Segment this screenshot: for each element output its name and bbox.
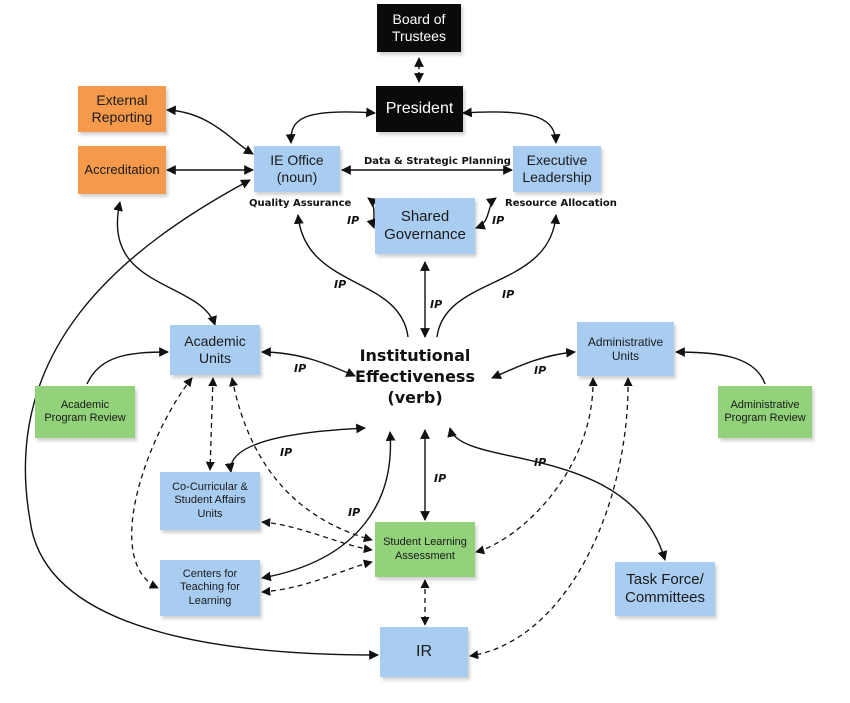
ir-node: IR <box>380 627 468 677</box>
accreditation-node: Accreditation <box>78 146 166 194</box>
edge-iev-task <box>447 427 668 561</box>
ip-label-ie-shared: IP <box>347 214 360 227</box>
edge-academic-cocurr <box>205 377 218 471</box>
academic-program-review-node: Academic Program Review <box>35 386 135 438</box>
task-force-committees-node: Task Force/ Committees <box>615 562 715 616</box>
student-learning-assessment-node: Student Learning Assessment <box>375 522 475 577</box>
edge-centers-sla <box>261 559 373 596</box>
data-strategic-planning-label: Data & Strategic Planning <box>364 156 511 167</box>
ip-label-iev-ie: IP <box>334 278 347 291</box>
resource-allocation-label: Resource Allocation <box>505 198 617 209</box>
executive-leadership-node: Executive Leadership <box>513 146 601 192</box>
edge-admin-ir <box>469 377 633 660</box>
edge-cocurr-sla <box>261 518 373 554</box>
academic-units-node: Academic Units <box>170 325 260 375</box>
edge-apr-academic <box>86 347 169 385</box>
external-reporting-node: External Reporting <box>78 86 166 132</box>
edge-president-ie <box>285 107 376 144</box>
ip-label-iev-shared: IP <box>430 298 443 311</box>
edge-admin-iev <box>491 347 576 379</box>
edge-accred-academic <box>113 201 217 326</box>
edge-exec-shared <box>475 197 497 230</box>
edge-ie-ir <box>24 179 379 660</box>
edge-adpr-admin <box>675 347 766 385</box>
edge-cocurr-iev <box>224 423 366 473</box>
edge-external-ie <box>166 105 254 155</box>
centers-teaching-node: Centers for Teaching for Learning <box>160 560 260 616</box>
president-node: President <box>376 86 463 132</box>
ip-label-centers-iev: IP <box>348 506 361 519</box>
edge-iev-exec <box>436 214 561 338</box>
ip-label-cocurr-iev: IP <box>280 446 293 459</box>
co-curricular-node: Co-Curricular & Student Affairs Units <box>160 472 260 530</box>
edge-president-exec <box>462 107 561 144</box>
quality-assurance-label: Quality Assurance <box>249 198 352 209</box>
edge-academic-centers <box>131 377 193 589</box>
shared-governance-node: Shared Governance <box>375 198 475 254</box>
edge-ie-shared <box>366 197 379 229</box>
ip-label-exec-shared: IP <box>492 214 505 227</box>
administrative-units-node: Administrative Units <box>577 322 674 376</box>
ip-label-iev-task: IP <box>534 456 547 469</box>
ie-office-node: IE Office (noun) <box>254 146 340 192</box>
administrative-program-review-node: Administrative Program Review <box>718 386 812 438</box>
ip-label-iev-sla: IP <box>434 472 447 485</box>
board-of-trustees-node: Board of Trustees <box>377 4 461 52</box>
ip-label-academic-iev: IP <box>294 362 307 375</box>
ip-label-iev-exec: IP <box>502 288 515 301</box>
ip-label-admin-iev: IP <box>534 364 547 377</box>
institutional-effectiveness-node: Institutional Effectiveness (verb) <box>355 346 475 407</box>
